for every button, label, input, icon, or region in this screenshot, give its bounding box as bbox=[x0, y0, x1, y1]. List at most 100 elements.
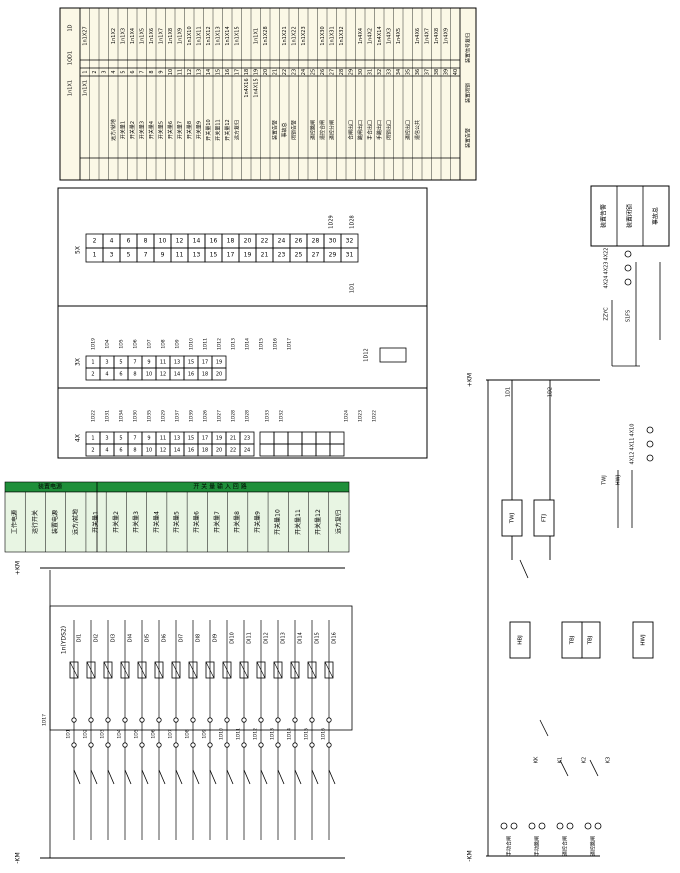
terminal-number: 22 bbox=[261, 238, 269, 245]
optocoupler bbox=[273, 661, 283, 679]
terminal-label: 开关量11 bbox=[214, 119, 221, 140]
terminal-number: 15 bbox=[215, 69, 221, 75]
terminal-ref: 1n1X6 bbox=[149, 28, 155, 44]
switch-contact bbox=[277, 769, 285, 785]
status-cell: 运行开关 bbox=[31, 510, 39, 534]
terminal-number: 1 bbox=[82, 70, 88, 73]
bus-label: -KM bbox=[15, 852, 22, 863]
terminal-ref: 1n4X2 bbox=[367, 28, 373, 44]
terminal-number: 4 bbox=[105, 372, 108, 378]
status-cell: 远方/就地 bbox=[71, 509, 79, 535]
terminal-number: 21 bbox=[230, 436, 236, 442]
terminal-ref: 1n1X21 bbox=[282, 26, 288, 45]
optocoupler-diode bbox=[222, 661, 232, 679]
block-name: 3X bbox=[75, 358, 82, 366]
terminal-ref: 1n4X3 bbox=[386, 28, 392, 44]
terminal-label: 遥控分闸 bbox=[328, 120, 335, 140]
terminal-ref: 1D37 bbox=[175, 410, 181, 422]
status-cell: 开关量4 bbox=[152, 511, 160, 533]
contact-label: K3 bbox=[606, 757, 612, 763]
terminal-label: 开关量6 bbox=[167, 121, 174, 139]
terminal-number: 6 bbox=[127, 238, 131, 245]
terminal-number: 3 bbox=[101, 70, 107, 73]
terminal-dot bbox=[156, 717, 162, 723]
terminal-ref: 1n1X7 bbox=[158, 28, 164, 44]
terminal-ref: 1D16 bbox=[273, 338, 279, 350]
channel-label: DI6 bbox=[162, 634, 168, 643]
terminal-ref: 1n4X15 bbox=[253, 78, 259, 97]
terminal-number: 31 bbox=[346, 252, 354, 259]
optocoupler-diode bbox=[205, 661, 215, 679]
terminal-number: 39 bbox=[443, 69, 449, 75]
optocoupler bbox=[324, 661, 334, 679]
terminal-ref: 1D10 bbox=[219, 728, 225, 740]
terminal-number: 8 bbox=[144, 238, 148, 245]
table-header: 1D bbox=[68, 24, 74, 31]
terminal-dot bbox=[139, 742, 145, 748]
terminal-ref: 1D14 bbox=[287, 728, 293, 740]
terminal-dot bbox=[173, 742, 179, 748]
legend-label: 事故总 bbox=[652, 207, 660, 225]
terminal-ref: 4X23 bbox=[604, 262, 610, 275]
terminal-ref: 1D32 bbox=[279, 410, 285, 422]
terminal-label: 远方复归 bbox=[233, 120, 240, 140]
coil-label: FTJ bbox=[542, 514, 548, 522]
terminal-number: 15 bbox=[210, 252, 218, 259]
terminal-number: 5 bbox=[119, 436, 122, 442]
terminal-number: 15 bbox=[188, 436, 194, 442]
terminal-ref: 1n1X31 bbox=[329, 26, 335, 45]
terminal-ref: 4X11 bbox=[630, 438, 636, 451]
terminal-number: 17 bbox=[227, 252, 235, 259]
terminal-label: 开关量1 bbox=[119, 121, 126, 139]
channel-label: DI10 bbox=[230, 632, 236, 644]
signal-panel: 装置告警装置闭锁事故总4X224X234X24S1FSZZYC bbox=[590, 185, 670, 367]
terminal-number: 7 bbox=[144, 252, 148, 259]
terminal-table-frame bbox=[59, 7, 477, 181]
terminal-number: 13 bbox=[174, 360, 180, 366]
terminal-number: 12 bbox=[160, 372, 166, 378]
terminal-dot bbox=[207, 742, 213, 748]
terminal-ref: 1D11 bbox=[236, 728, 242, 740]
terminal-number: 1 bbox=[91, 436, 94, 442]
terminal-ref: 1n1X5 bbox=[139, 28, 145, 44]
terminal-label: 跳闸出口 bbox=[357, 120, 364, 140]
terminal-label: 开关量3 bbox=[138, 121, 145, 139]
terminal-ref: 1D7 bbox=[168, 729, 174, 738]
terminal-number: 5 bbox=[120, 70, 126, 73]
button-label: 手动跳闸 bbox=[534, 836, 541, 856]
terminal-ref: 1D12 bbox=[253, 728, 259, 740]
terminal-dot bbox=[309, 742, 315, 748]
terminal-ref: 1n1X11 bbox=[196, 26, 202, 45]
terminal-dot bbox=[139, 717, 145, 723]
terminal-number: 23 bbox=[278, 252, 286, 259]
relay-contact bbox=[589, 759, 599, 777]
terminal-dot bbox=[292, 717, 298, 723]
terminal-number: 8 bbox=[149, 70, 155, 73]
terminal-ref: 1n1X10 bbox=[187, 26, 193, 45]
terminal-number: 15 bbox=[188, 360, 194, 366]
terminal-label: 闭锁出口 bbox=[385, 120, 392, 140]
bus-label: +KM bbox=[467, 373, 474, 387]
block-tag: 1D12 bbox=[364, 348, 370, 361]
terminal-number: 36 bbox=[415, 69, 421, 75]
terminal-number: 1 bbox=[93, 252, 97, 259]
channel-label: DI12 bbox=[264, 632, 270, 644]
terminal-number: 33 bbox=[386, 69, 392, 75]
terminal-number: 32 bbox=[377, 69, 383, 75]
push-button bbox=[538, 822, 546, 830]
terminal-number: 18 bbox=[244, 69, 250, 75]
switch-contact bbox=[107, 769, 115, 785]
terminal-ref: 1D31 bbox=[105, 410, 111, 422]
relay-coil bbox=[632, 621, 654, 659]
relay-contact bbox=[539, 719, 549, 737]
terminal-number: 9 bbox=[147, 360, 150, 366]
switch-contact bbox=[73, 769, 81, 785]
terminal-ref: 1D12 bbox=[217, 338, 223, 350]
terminal-panel: 5X21436587109121114131615181720192221242… bbox=[57, 187, 428, 459]
switch-contact bbox=[124, 769, 132, 785]
terminal-number: 19 bbox=[244, 252, 252, 259]
terminal-dot bbox=[122, 717, 128, 723]
terminal-ref: 1D24 bbox=[344, 410, 350, 422]
terminal-number: 28 bbox=[339, 69, 345, 75]
terminal-number: 38 bbox=[434, 69, 440, 75]
